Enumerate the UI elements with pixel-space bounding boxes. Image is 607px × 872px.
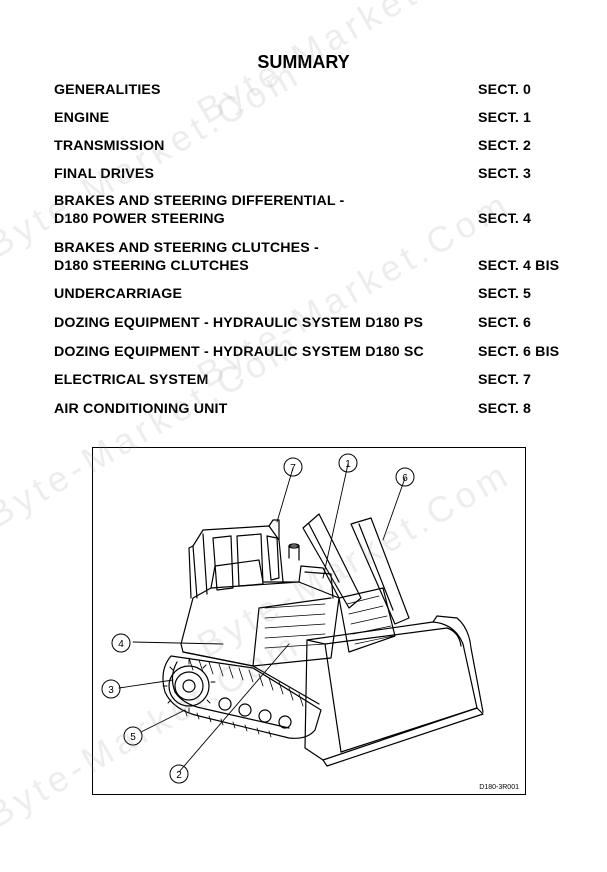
callout-circle (123, 726, 143, 746)
section-number: SECT. 2 (478, 138, 532, 154)
section-name: TRANSMISSION (54, 138, 165, 154)
callout-circle (101, 679, 121, 699)
section-name: AIR CONDITIONING UNIT (54, 401, 228, 417)
section-row-undercarriage: UNDERCARRIAGE SECT. 5 (54, 285, 574, 303)
callout-circle (338, 453, 358, 473)
bulldozer-figure: 1 2 3 4 5 6 7 D180-3R001 (92, 447, 526, 795)
section-row-final-drives: FINAL DRIVES SECT. 3 (54, 165, 574, 183)
callout-circle (111, 633, 131, 653)
section-row-dozing-ps: DOZING EQUIPMENT - HYDRAULIC SYSTEM D180… (54, 314, 574, 332)
section-name: GENERALITIES (54, 82, 161, 98)
section-number: SECT. 1 (478, 110, 532, 126)
section-name: UNDERCARRIAGE (54, 286, 183, 302)
section-number: SECT. 0 (478, 82, 532, 98)
section-name: DOZING EQUIPMENT - HYDRAULIC SYSTEM D180… (54, 344, 424, 360)
page-title: SUMMARY (257, 52, 350, 72)
section-name-line2: D180 STEERING CLUTCHES (54, 258, 249, 274)
section-name-line2: D180 POWER STEERING (54, 211, 225, 227)
section-name: ELECTRICAL SYSTEM (54, 372, 209, 388)
section-name: BRAKES AND STEERING DIFFERENTIAL - (54, 193, 345, 209)
callout-5: 5 (130, 732, 136, 743)
section-row-air-conditioning: AIR CONDITIONING UNIT SECT. 8 (54, 400, 574, 418)
callout-2: 2 (176, 770, 182, 781)
callout-circle (169, 764, 189, 784)
section-row-generalities: GENERALITIES SECT. 0 (54, 81, 574, 99)
section-row-brakes-steering-differential: BRAKES AND STEERING DIFFERENTIAL - D180 … (54, 192, 574, 228)
section-name: FINAL DRIVES (54, 166, 155, 182)
section-number: SECT. 4 (478, 211, 532, 227)
section-number: SECT. 3 (478, 166, 532, 182)
callout-4: 4 (118, 639, 124, 650)
callout-3: 3 (108, 685, 114, 696)
bulldozer-illustration: 1 2 3 4 5 6 7 (101, 453, 484, 784)
callout-1: 1 (345, 459, 351, 470)
figure-code: D180-3R001 (479, 784, 519, 791)
section-number: SECT. 8 (478, 401, 532, 417)
section-number: SECT. 5 (478, 286, 532, 302)
callout-circle (395, 467, 415, 487)
section-row-brakes-steering-clutches: BRAKES AND STEERING CLUTCHES - D180 STEE… (54, 239, 574, 275)
section-row-engine: ENGINE SECT. 1 (54, 109, 574, 127)
section-name: BRAKES AND STEERING CLUTCHES - (54, 240, 319, 256)
section-row-electrical: ELECTRICAL SYSTEM SECT. 7 (54, 371, 574, 389)
section-number: SECT. 7 (478, 372, 532, 388)
section-name: ENGINE (54, 110, 110, 126)
summary-table: GENERALITIES SECT. 0 ENGINE SECT. 1 TRAN… (54, 80, 574, 417)
section-row-transmission: TRANSMISSION SECT. 2 (54, 137, 574, 155)
callout-7: 7 (290, 463, 296, 474)
callout-circle (283, 457, 303, 477)
section-number: SECT. 6 BIS (478, 344, 560, 360)
callout-6: 6 (402, 473, 408, 484)
section-number: SECT. 6 (478, 315, 532, 331)
section-row-dozing-sc: DOZING EQUIPMENT - HYDRAULIC SYSTEM D180… (54, 343, 574, 361)
section-name: DOZING EQUIPMENT - HYDRAULIC SYSTEM D180… (54, 315, 424, 331)
section-number: SECT. 4 BIS (478, 258, 560, 274)
